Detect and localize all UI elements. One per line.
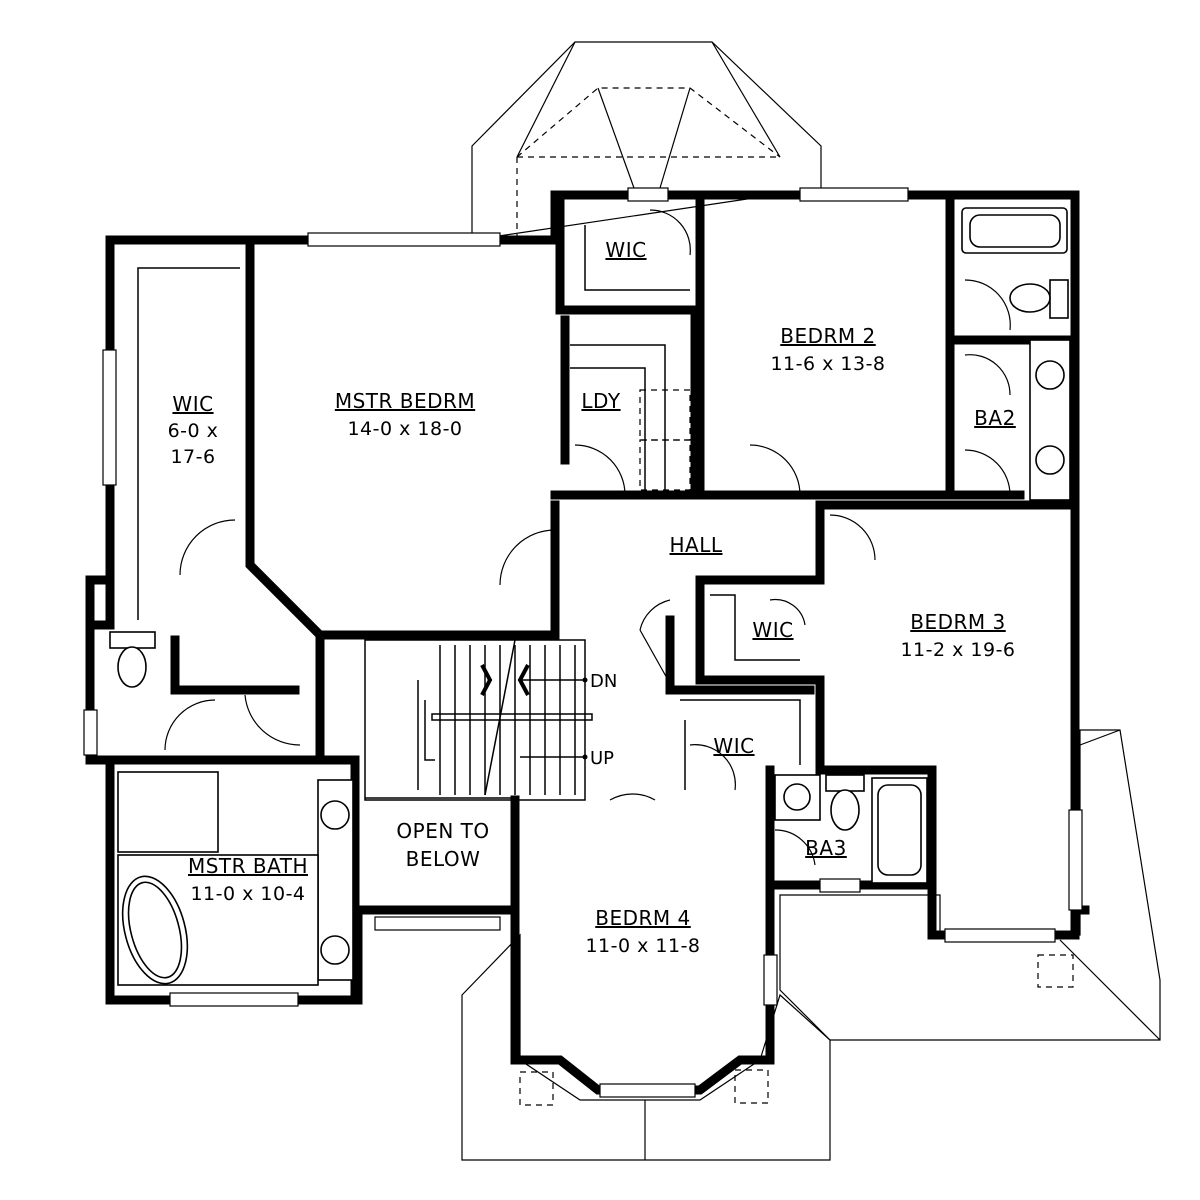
- sink-icon: [320, 800, 350, 830]
- master-bath-label: MSTR BATH: [188, 854, 308, 878]
- wic-left-dims-line2: 17-6: [170, 446, 215, 468]
- bedroom-2-label: BEDRM 2: [780, 324, 876, 348]
- walls: [85, 190, 1090, 1095]
- wic-bedroom-4-label: WIC: [713, 734, 754, 758]
- bedroom-4-label: BEDRM 4: [595, 906, 691, 930]
- bedroom-4-dims: 11-0 x 11-8: [585, 935, 700, 957]
- stair-break-arrow-icon: [480, 664, 493, 696]
- sink-icon: [320, 935, 350, 965]
- room-labels: WIC 6-0 x 17-6 MSTR BEDRM 14-0 x 18-0 WI…: [168, 238, 1016, 957]
- windows: [83, 187, 1083, 1098]
- wic-top-label: WIC: [605, 238, 646, 262]
- wic-bedroom-3-label: WIC: [752, 618, 793, 642]
- master-bedroom-label: MSTR BEDRM: [335, 389, 475, 413]
- stairs: DN UP: [364, 639, 617, 801]
- bath-2-label: BA2: [974, 406, 1016, 430]
- hall-label: HALL: [669, 533, 722, 557]
- wic-left-dims-line1: 6-0 x: [168, 420, 219, 442]
- sink-icon: [783, 783, 811, 811]
- laundry-label: LDY: [581, 389, 620, 413]
- stairs-up-label: UP: [590, 748, 614, 769]
- bedroom-3-label: BEDRM 3: [910, 610, 1006, 634]
- sink-icon: [1035, 445, 1065, 475]
- toilet-icon: [109, 631, 156, 688]
- master-bedroom-dims: 14-0 x 18-0: [347, 418, 462, 440]
- shower-icon: [117, 771, 219, 853]
- bath-3-label: BA3: [805, 836, 847, 860]
- closet-details: [137, 225, 801, 790]
- toilet-icon: [1009, 279, 1069, 319]
- fixtures: [109, 207, 1071, 986]
- sink-icon: [1035, 360, 1065, 390]
- door-swings: [164, 209, 1011, 866]
- open-to-below-line2: BELOW: [406, 847, 481, 871]
- wic-left-label: WIC: [172, 392, 213, 416]
- bedroom-2-dims: 11-6 x 13-8: [770, 353, 885, 375]
- open-to-below-line1: OPEN TO: [396, 819, 489, 843]
- stairs-down-label: DN: [590, 671, 617, 692]
- toilet-icon: [825, 774, 865, 831]
- bedroom-3-dims: 11-2 x 19-6: [900, 639, 1015, 661]
- roof-lines: [461, 41, 1161, 1161]
- master-bath-dims: 11-0 x 10-4: [190, 883, 305, 905]
